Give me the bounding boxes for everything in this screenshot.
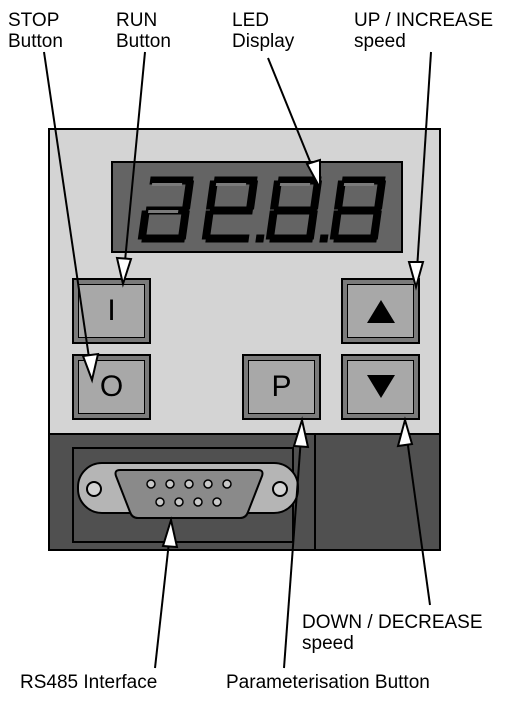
- led-label: LED Display: [232, 10, 294, 52]
- up-arrow-line: [415, 51, 432, 286]
- arrow-heads: [81, 158, 425, 549]
- up-button[interactable]: [341, 278, 420, 344]
- led-label-line1: LED: [232, 10, 269, 31]
- run-label-line1: RUN: [116, 10, 158, 31]
- param-label: Parameterisation Button: [226, 672, 430, 693]
- stop-label: STOP Button: [8, 10, 63, 52]
- run-button-face[interactable]: I: [78, 284, 145, 338]
- triangle-up-icon: [366, 300, 395, 323]
- down-label-line2: speed: [302, 633, 354, 654]
- up-label-line2: speed: [354, 31, 406, 52]
- up-label: UP / INCREASE speed: [354, 10, 493, 52]
- connector-divider: [314, 435, 316, 549]
- stop-arrow-line: [43, 51, 93, 379]
- run-arrow-line: [122, 51, 146, 283]
- stop-button[interactable]: O: [72, 354, 151, 420]
- down-label-line1: DOWN / DECREASE: [302, 612, 483, 633]
- down-label: DOWN / DECREASE speed: [302, 612, 483, 654]
- rs485-arrow-line: [154, 523, 172, 669]
- pointer-arrows: [43, 51, 432, 669]
- led-digit-4: [329, 176, 387, 243]
- led-digits: [137, 176, 387, 243]
- stop-arrowhead-icon: [81, 352, 100, 384]
- down-button[interactable]: [341, 354, 420, 420]
- stop-label-line2: Button: [8, 31, 63, 52]
- led-digit-2: [201, 176, 265, 243]
- led-digit-1: [137, 176, 195, 243]
- led-arrowhead-icon: [305, 158, 321, 189]
- param-arrow-line: [283, 423, 303, 669]
- run-label: RUN Button: [116, 10, 171, 52]
- stop-button-face[interactable]: O: [78, 360, 145, 414]
- screw-left-icon: [86, 481, 102, 497]
- up-button-face[interactable]: [347, 284, 414, 338]
- screw-right-icon: [272, 481, 288, 497]
- parameterisation-button[interactable]: P: [242, 354, 321, 420]
- triangle-down-icon: [366, 375, 395, 398]
- up-arrowhead-icon: [407, 261, 425, 291]
- down-arrow-line: [404, 423, 431, 606]
- down-arrowhead-icon: [396, 416, 414, 448]
- led-digit-3: [265, 176, 329, 243]
- down-button-face[interactable]: [347, 360, 414, 414]
- rs485-connector[interactable]: [77, 462, 299, 519]
- up-label-line1: UP / INCREASE: [354, 10, 494, 31]
- rs485-label: RS485 Interface: [20, 672, 158, 693]
- led-display: [111, 161, 403, 253]
- connector-pins: [146, 479, 232, 507]
- stop-label-line1: STOP: [8, 10, 60, 31]
- param-button-face[interactable]: P: [248, 360, 315, 414]
- rs485-arrowhead-icon: [161, 516, 179, 549]
- param-arrowhead-icon: [292, 416, 310, 449]
- run-arrowhead-icon: [115, 256, 133, 288]
- run-label-line2: Button: [116, 31, 171, 52]
- led-label-line2: Display: [232, 31, 295, 52]
